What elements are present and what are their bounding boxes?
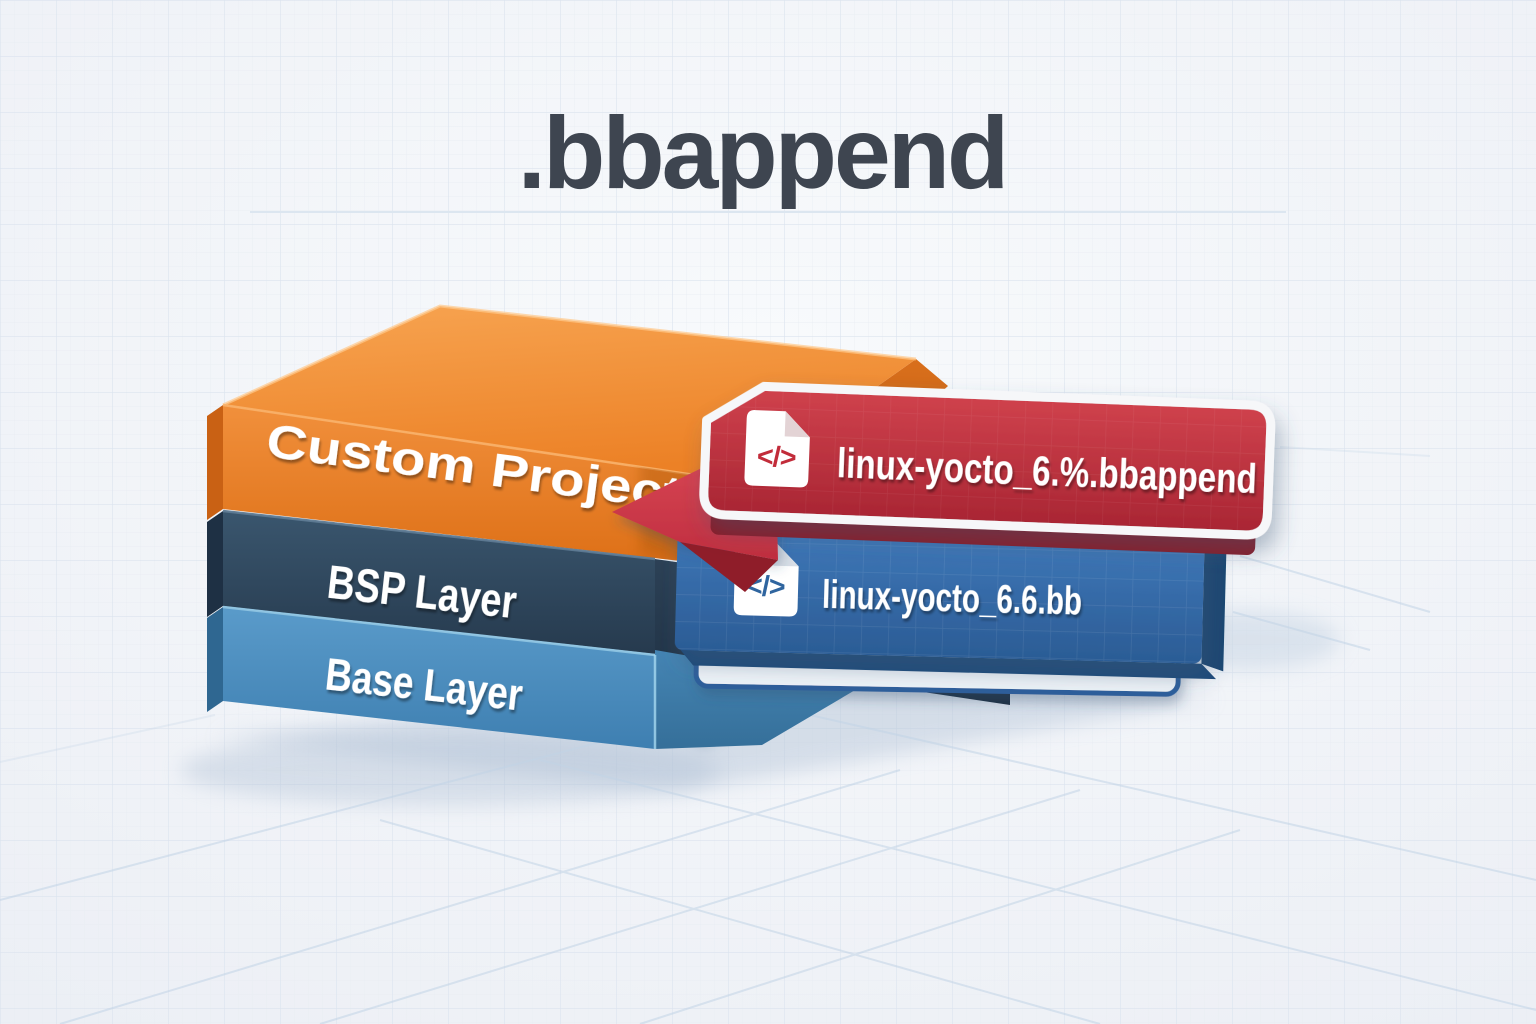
callout-bbappend-file: </> linux-yocto_6.%.bbappend — [699, 381, 1276, 556]
bbappend-callout-texture — [703, 386, 1271, 535]
bb-callout-bottom-bevel — [680, 650, 1217, 680]
code-file-icon: </> — [744, 410, 810, 488]
arrow-fold — [680, 542, 778, 592]
bsp-layer-left-face — [207, 511, 223, 617]
bb-callout-label: linux-yocto_6.6.bb — [822, 573, 1083, 624]
custom-layer-front-edge-highlight — [222, 403, 743, 484]
bsp-layer-front-edge-highlight — [222, 509, 656, 561]
base-layer-front-face — [223, 607, 655, 749]
bb-callout-texture — [674, 520, 1205, 664]
base-layer-front-edge-highlight — [222, 605, 656, 657]
callout-bb-file: </> linux-yocto_6.6.bb — [674, 520, 1227, 680]
bb-callout-right-bevel — [1201, 533, 1227, 672]
custom-layer-front-face — [223, 405, 742, 568]
bsp-layer-front-face — [223, 511, 655, 654]
custom-layer-left-face — [207, 405, 223, 520]
floor-perspective-lines — [0, 446, 1536, 1024]
page-title: .bbappend — [518, 96, 1007, 210]
custom-layer-top-edge-highlight — [222, 304, 917, 407]
base-layer-left-face — [207, 607, 223, 712]
code-glyph: </> — [756, 441, 796, 474]
